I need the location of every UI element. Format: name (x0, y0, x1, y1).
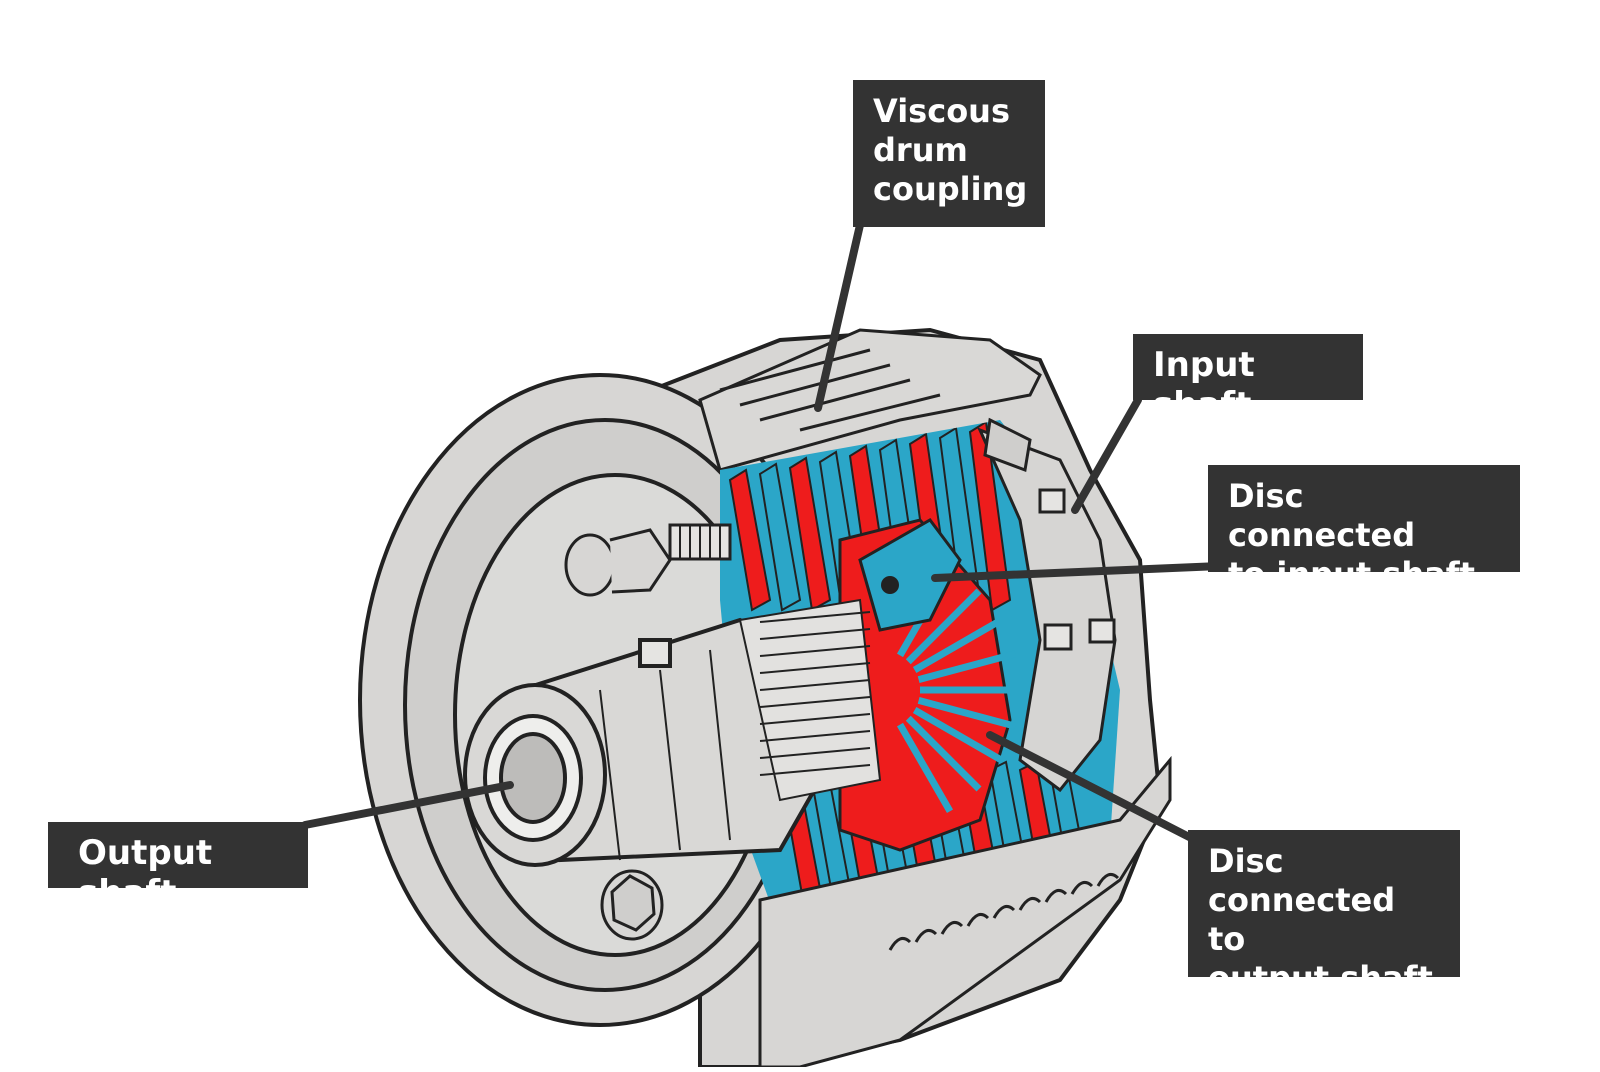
hub-ray (912, 616, 1003, 674)
hub-ray (917, 696, 1017, 730)
input-disc-plate (858, 518, 962, 632)
label-disc-input-shaft: Disc connected to input shaft (1208, 465, 1520, 593)
output-shaft-body (463, 617, 823, 867)
input-shaft-end (977, 417, 1117, 793)
leader-disc-input (931, 562, 1224, 582)
leader-lines (301, 221, 1224, 844)
label-viscous-line3: coupling (873, 170, 1028, 208)
hub-ray (917, 650, 1017, 684)
spline-line (759, 662, 871, 674)
top-flange (698, 328, 1042, 472)
bottom-rib (1044, 888, 1068, 903)
spline-line (759, 696, 871, 708)
hub-rays (896, 567, 1020, 813)
bottom-rib (1070, 880, 1094, 895)
bottom-rib (888, 936, 912, 951)
upper-disc-fin (758, 462, 802, 612)
bottom-rib (966, 912, 990, 927)
leader-disc-output (986, 731, 1199, 844)
label-disc-input-line1: Disc connected (1228, 477, 1416, 554)
bottom-rib (914, 928, 938, 943)
leader-output-shaft (301, 781, 514, 829)
leader-input-shaft (1071, 396, 1142, 514)
lower-bolt (600, 869, 664, 941)
bottom-rib (1018, 896, 1042, 911)
hub-ray (912, 706, 1003, 764)
output-shaft-splines (738, 598, 882, 802)
spline-line (759, 628, 871, 640)
spline-line (759, 713, 871, 725)
label-disc-output-line3: output shaft (1208, 959, 1433, 997)
hub-ray (905, 588, 982, 665)
label-viscous-drum-coupling: Viscous drum coupling (853, 80, 1045, 227)
spline-line (759, 764, 871, 776)
upper-bolt (564, 523, 732, 597)
label-output-shaft: Output shaft (48, 822, 308, 913)
hub-ray (905, 715, 982, 792)
spline-line (759, 611, 871, 623)
upper-disc-fin (788, 456, 832, 612)
spline-line (759, 645, 871, 657)
label-viscous-line1: Viscous (873, 92, 1010, 130)
spline-line (759, 747, 871, 759)
label-disc-input-line2: to input shaft (1228, 555, 1475, 593)
leader-viscous-drum (814, 221, 864, 412)
label-output-shaft-line1: Output shaft (78, 833, 213, 913)
bottom-ribs (888, 872, 1120, 951)
upper-disc-fin (968, 420, 1012, 612)
label-input-shaft: Input shaft (1133, 334, 1363, 425)
label-disc-output-line2: connected to (1208, 881, 1396, 958)
label-viscous-line2: drum (873, 131, 968, 169)
bottom-rib (1096, 872, 1120, 887)
label-input-shaft-line1: Input shaft (1153, 345, 1255, 425)
spline-line (759, 730, 871, 742)
hub-ray (896, 722, 954, 813)
label-disc-output-line1: Disc (1208, 842, 1284, 880)
label-disc-output-shaft: Disc connected to output shaft (1188, 830, 1460, 997)
input-disc-hole (881, 576, 899, 594)
bottom-rib (940, 920, 964, 935)
upper-disc-fin (728, 468, 772, 612)
bottom-rib (992, 904, 1016, 919)
spline-line (759, 679, 871, 691)
